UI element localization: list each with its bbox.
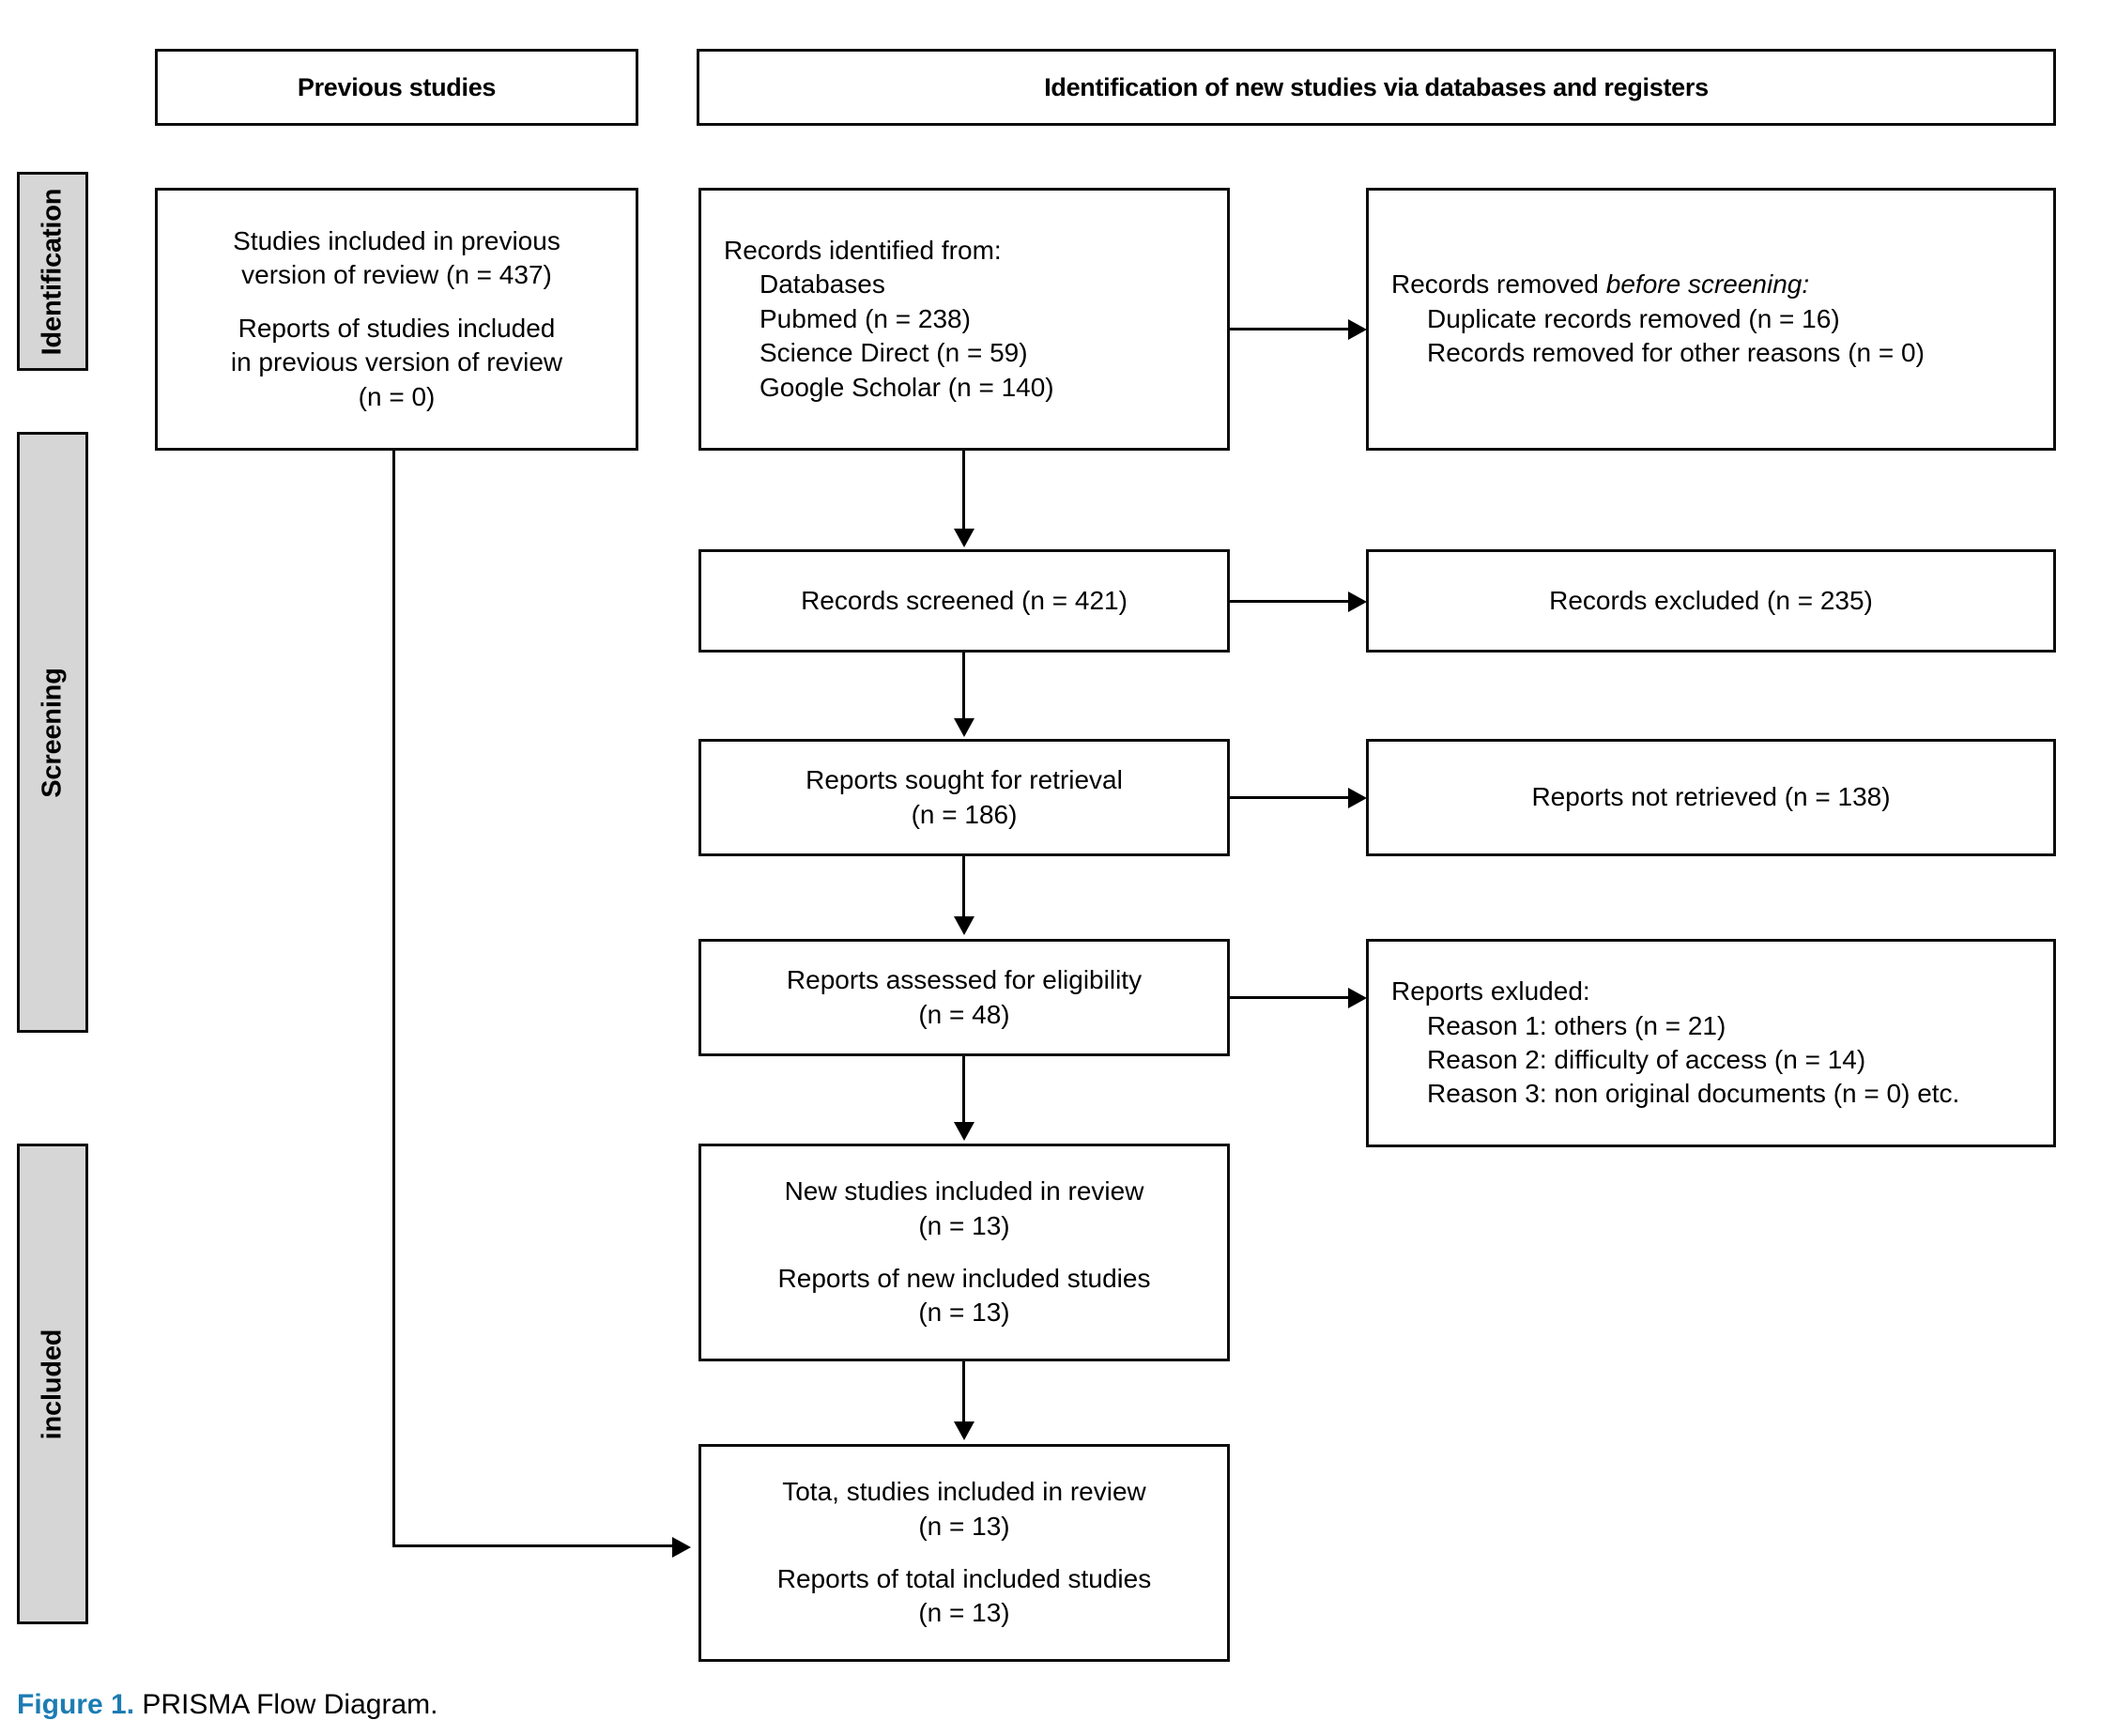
figure-caption-label: Figure 1. — [17, 1689, 135, 1720]
arrowhead-assessed-to-reports-excluded — [1348, 988, 1367, 1008]
header-previous-studies: Previous studies — [155, 49, 638, 126]
box-total-studies-included-line2: (n = 13) — [918, 1511, 1010, 1541]
arrowhead-identified-to-removed — [1348, 319, 1367, 340]
box-reports-excluded-item-2: Reason 3: non original documents (n = 0)… — [1427, 1079, 1960, 1109]
connector-assessed-to-new-included — [962, 1056, 965, 1124]
box-reports-sought-line2: (n = 186) — [911, 799, 1018, 829]
box-previous-studies-line4: in previous version of review — [230, 347, 563, 377]
connector-screened-to-excluded — [1230, 600, 1350, 603]
arrowhead-identified-to-screened — [954, 529, 974, 547]
box-new-studies-included-line4: (n = 13) — [918, 1298, 1010, 1328]
box-records-removed-item-1: Records removed for other reasons (n = 0… — [1427, 338, 1925, 368]
box-previous-studies-line1: Studies included in previous — [233, 226, 560, 256]
box-previous-studies-para2: Reports of studies included in previous … — [173, 312, 621, 414]
box-records-identified-title: Records identified from: — [724, 236, 1002, 266]
arrowhead-screened-to-sought — [954, 718, 974, 737]
box-new-studies-included: New studies included in review (n = 13) … — [698, 1144, 1230, 1361]
arrowhead-assessed-to-new-included — [954, 1122, 974, 1141]
box-reports-excluded-body: Reports exluded: Reason 1: others (n = 2… — [1391, 975, 2031, 1112]
box-records-identified-item-3: Google Scholar (n = 140) — [759, 372, 1054, 402]
box-total-studies-included-para2: Reports of total included studies (n = 1… — [718, 1562, 1210, 1631]
box-reports-assessed-line1: Reports assessed for eligibility — [786, 965, 1143, 995]
box-previous-studies-para1: Studies included in previous version of … — [173, 224, 621, 293]
box-new-studies-included-para1: New studies included in review (n = 13) — [718, 1175, 1210, 1243]
arrowhead-screened-to-excluded — [1348, 591, 1367, 612]
box-total-studies-included-line1: Tota, studies included in review — [782, 1477, 1146, 1507]
arrowhead-sought-to-not-retrieved — [1348, 788, 1367, 808]
box-reports-assessed-line2: (n = 48) — [918, 999, 1010, 1029]
box-previous-studies-line5: (n = 0) — [358, 381, 436, 411]
box-new-studies-included-line3: Reports of new included studies — [777, 1264, 1151, 1293]
stage-label-included-text: included — [37, 1329, 68, 1439]
connector-screened-to-sought — [962, 653, 965, 720]
box-records-excluded: Records excluded (n = 235) — [1366, 549, 2056, 653]
arrowhead-previous-to-total — [672, 1537, 691, 1558]
box-reports-excluded-item-1: Reason 2: difficulty of access (n = 14) — [1427, 1045, 1866, 1074]
connector-sought-to-assessed — [962, 856, 965, 918]
box-reports-sought: Reports sought for retrieval (n = 186) — [698, 739, 1230, 856]
box-reports-excluded: Reports exluded: Reason 1: others (n = 2… — [1366, 939, 2056, 1147]
box-reports-excluded-item-0: Reason 1: others (n = 21) — [1427, 1010, 1726, 1040]
connector-assessed-to-reports-excluded — [1230, 996, 1350, 999]
box-records-removed-title-italic: before screening: — [1605, 269, 1810, 300]
box-records-identified-body: Records identified from: Databases Pubme… — [724, 234, 1204, 405]
arrowhead-new-included-to-total — [954, 1421, 974, 1440]
box-total-studies-included-para1: Tota, studies included in review (n = 13… — [718, 1475, 1210, 1544]
box-records-identified-item-0: Databases — [759, 269, 885, 300]
box-reports-not-retrieved-text: Reports not retrieved (n = 138) — [1531, 782, 1891, 812]
box-total-studies-included-line4: (n = 13) — [918, 1598, 1010, 1628]
connector-identified-to-screened — [962, 451, 965, 530]
header-new-studies: Identification of new studies via databa… — [697, 49, 2056, 126]
stage-label-identification: Identification — [17, 172, 88, 371]
box-reports-excluded-title: Reports exluded: — [1391, 976, 1590, 1006]
box-reports-assessed: Reports assessed for eligibility (n = 48… — [698, 939, 1230, 1056]
connector-identified-to-removed — [1230, 328, 1350, 330]
box-records-excluded-text: Records excluded (n = 235) — [1549, 585, 1873, 615]
box-records-removed: Records removed before screening: Duplic… — [1366, 188, 2056, 451]
box-records-screened: Records screened (n = 421) — [698, 549, 1230, 653]
box-previous-studies: Studies included in previous version of … — [155, 188, 638, 451]
connector-new-included-to-total — [962, 1361, 965, 1423]
connector-previous-to-total-horizontal — [392, 1544, 674, 1547]
box-new-studies-included-para2: Reports of new included studies (n = 13) — [718, 1262, 1210, 1330]
stage-label-identification-text: Identification — [37, 188, 68, 355]
arrowhead-sought-to-assessed — [954, 916, 974, 935]
box-records-removed-item-0: Duplicate records removed (n = 16) — [1427, 303, 1840, 333]
box-new-studies-included-line1: New studies included in review — [784, 1176, 1144, 1206]
box-records-identified-item-2: Science Direct (n = 59) — [759, 338, 1028, 368]
box-records-removed-title-plain: Records removed — [1391, 269, 1606, 300]
box-reports-assessed-body: Reports assessed for eligibility (n = 48… — [718, 963, 1210, 1032]
box-records-removed-body: Records removed before screening: Duplic… — [1391, 268, 2031, 370]
header-previous-studies-text: Previous studies — [297, 72, 497, 101]
box-total-studies-included: Tota, studies included in review (n = 13… — [698, 1444, 1230, 1662]
box-previous-studies-line2: version of review (n = 437) — [241, 260, 552, 290]
stage-label-screening-text: Screening — [37, 667, 68, 798]
box-total-studies-included-line3: Reports of total included studies — [776, 1564, 1152, 1593]
box-previous-studies-line3: Reports of studies included — [238, 313, 556, 343]
box-reports-not-retrieved: Reports not retrieved (n = 138) — [1366, 739, 2056, 856]
figure-caption: Figure 1. PRISMA Flow Diagram. — [17, 1689, 437, 1721]
stage-label-included: included — [17, 1144, 88, 1624]
header-new-studies-text: Identification of new studies via databa… — [1044, 72, 1709, 101]
box-records-identified-item-1: Pubmed (n = 238) — [759, 303, 971, 333]
box-new-studies-included-line2: (n = 13) — [918, 1210, 1010, 1240]
box-records-identified: Records identified from: Databases Pubme… — [698, 188, 1230, 451]
box-reports-sought-body: Reports sought for retrieval (n = 186) — [718, 763, 1210, 832]
box-records-screened-text: Records screened (n = 421) — [801, 585, 1128, 615]
connector-previous-to-total-vertical — [392, 451, 395, 1547]
figure-caption-text: PRISMA Flow Diagram. — [142, 1689, 438, 1720]
connector-sought-to-not-retrieved — [1230, 796, 1350, 799]
stage-label-screening: Screening — [17, 432, 88, 1033]
box-reports-sought-line1: Reports sought for retrieval — [806, 765, 1123, 795]
